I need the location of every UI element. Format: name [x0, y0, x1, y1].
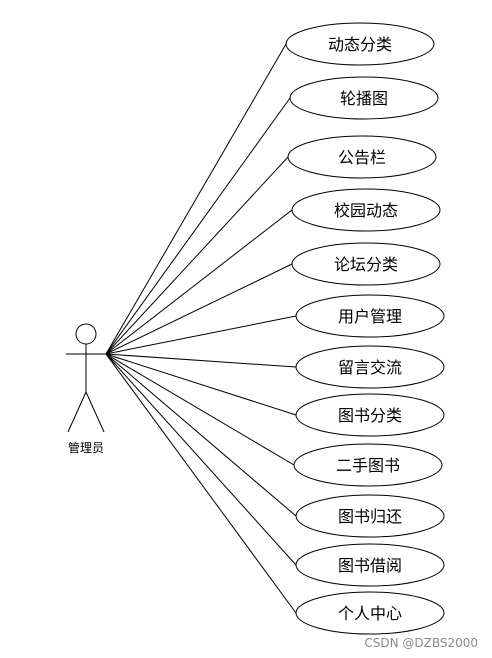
actor-label: 管理员 [68, 440, 104, 455]
use-case-label: 动态分类 [328, 35, 392, 54]
association-line [105, 353, 297, 517]
use-case-label: 图书分类 [338, 406, 402, 425]
actor-admin: 管理员 [66, 323, 106, 455]
association-line [105, 353, 297, 416]
association-line [105, 353, 295, 466]
use-case: 图书归还 [295, 494, 445, 538]
association-line [105, 315, 297, 355]
use-case-label: 图书归还 [338, 507, 402, 526]
use-case-label: 个人中心 [338, 604, 402, 623]
use-case: 图书借阅 [295, 543, 445, 587]
use-case: 二手图书 [293, 443, 443, 487]
use-case: 留言交流 [295, 345, 445, 389]
actor-left-leg [67, 391, 87, 433]
use-case: 图书分类 [295, 393, 445, 437]
association-lines [105, 43, 297, 614]
association-line [105, 156, 289, 355]
association-line [105, 353, 297, 566]
association-line [105, 209, 293, 355]
association-line [105, 263, 293, 355]
use-case: 轮播图 [289, 76, 439, 120]
use-case: 个人中心 [295, 591, 445, 635]
association-line [105, 353, 297, 368]
use-case: 论坛分类 [291, 242, 441, 286]
actor-right-leg [85, 391, 105, 433]
use-case-label: 二手图书 [336, 456, 400, 475]
association-line [105, 353, 297, 614]
use-case: 公告栏 [287, 135, 437, 179]
use-case: 校园动态 [291, 188, 441, 232]
use-case-label: 校园动态 [334, 201, 398, 220]
use-case-label: 留言交流 [338, 358, 402, 377]
watermark: CSDN @DZBS2000 [364, 636, 478, 650]
use-case-list: 动态分类 轮播图 公告栏 校园动态 论坛分类 用户管理 留言交流 图书分类 [285, 22, 445, 635]
actor-head [75, 323, 97, 345]
use-case: 动态分类 [285, 22, 435, 66]
use-case-label: 图书借阅 [338, 556, 402, 575]
use-case-label: 用户管理 [338, 307, 402, 326]
association-line [105, 97, 291, 355]
use-case-label: 论坛分类 [334, 255, 398, 274]
use-case-label: 公告栏 [338, 148, 386, 167]
association-line [105, 43, 287, 355]
use-case-label: 轮播图 [340, 89, 388, 108]
use-case: 用户管理 [295, 294, 445, 338]
